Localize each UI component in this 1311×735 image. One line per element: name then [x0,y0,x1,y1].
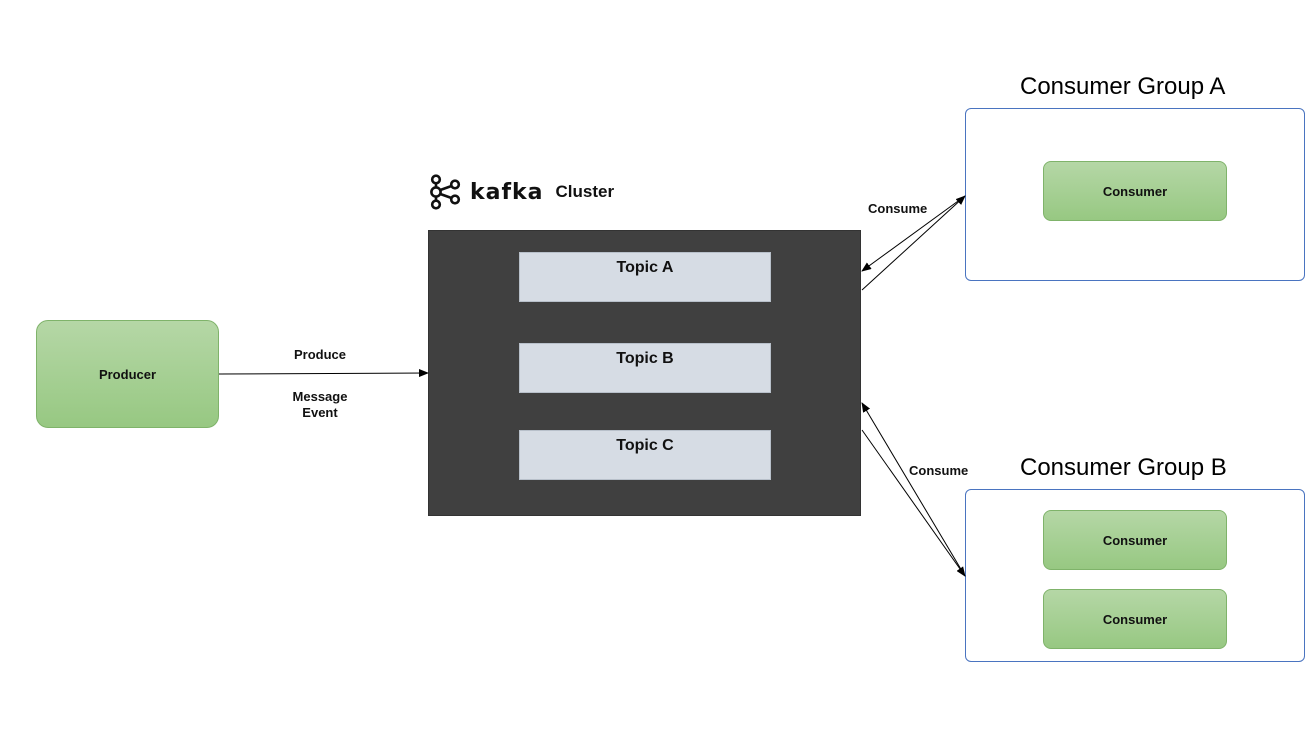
kafka-cluster-header: kafka Cluster [428,174,614,210]
consumer-label: Consumer [1102,611,1168,627]
message-label: Message [292,389,348,404]
kafka-logo-icon [430,174,461,210]
consumer-a1[interactable]: Consumer [1043,161,1227,221]
event-label: Event [302,405,338,420]
consume-arrow-b-to-cluster [861,402,966,577]
consumer-b1[interactable]: Consumer [1043,510,1227,570]
producer-node[interactable]: Producer [36,320,219,428]
consumer-group-b-title: Consumer Group B [1020,454,1227,481]
consumer-group-b[interactable]: Consumer Consumer [965,489,1305,662]
topic-b-label: Topic B [616,350,674,367]
topic-c-label: Topic C [616,437,674,454]
topic-a[interactable]: Topic A [519,252,771,302]
kafka-logo-text: kafka [470,179,544,205]
consumer-b2[interactable]: Consumer [1043,589,1227,649]
topic-c[interactable]: Topic C [519,430,771,480]
consumer-group-a[interactable]: Consumer [965,108,1305,281]
topic-a-label: Topic A [616,259,674,276]
kafka-cluster[interactable]: Topic A Topic B Topic C [428,230,861,516]
consumer-label: Consumer [1102,183,1168,199]
consume-label-b: Consume [909,463,969,478]
consume-label-a: Consume [868,201,928,216]
consumer-label: Consumer [1102,532,1168,548]
topic-b[interactable]: Topic B [519,343,771,393]
consume-arrow-b-to-group [861,429,966,577]
consumer-group-a-title: Consumer Group A [1020,73,1226,100]
cluster-label: Cluster [555,182,615,201]
produce-arrow [218,369,429,378]
produce-label: Produce [293,347,346,362]
producer-label: Producer [98,366,157,382]
